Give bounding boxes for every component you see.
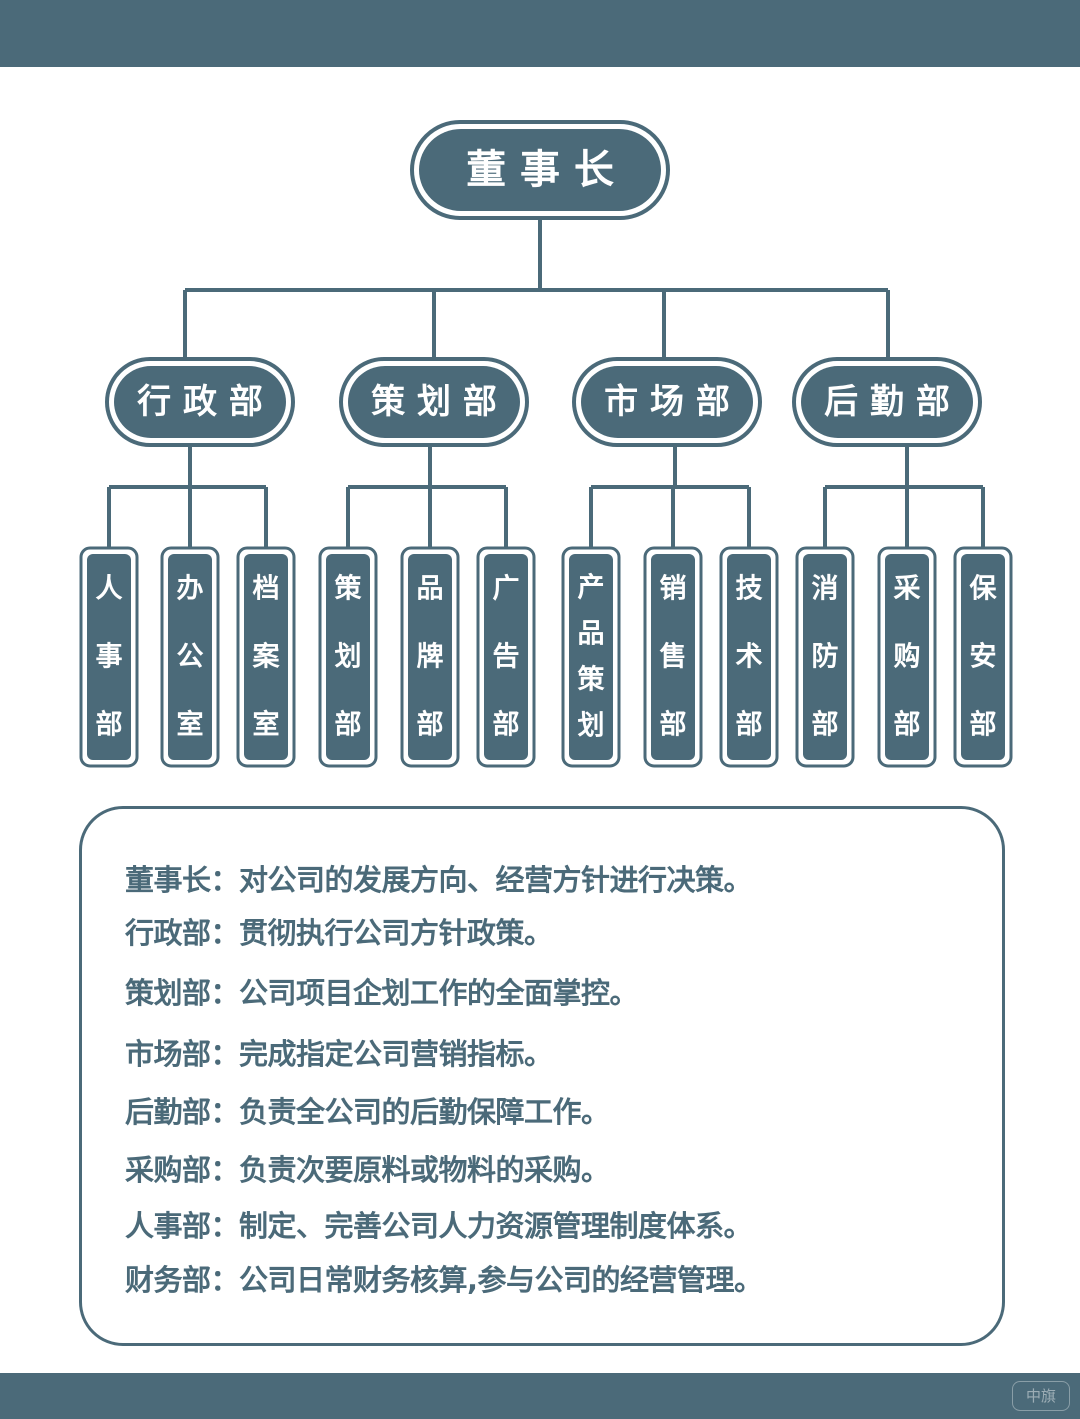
sub-unit-1-0-char: 部 <box>335 709 362 741</box>
root-node-chairman-fill <box>419 129 661 211</box>
department-node-1-label: 策 划 部 <box>371 382 497 422</box>
sub-unit-0-1-fill <box>168 554 212 760</box>
sub-unit-0-2-char: 案 <box>252 641 281 673</box>
sub-unit-2-0-char: 品 <box>578 619 605 650</box>
sub-unit-3-2-char: 部 <box>970 709 997 741</box>
sub-unit-3-1-fill <box>885 554 929 760</box>
department-node-2-label: 市 场 部 <box>604 382 730 422</box>
sub-unit-3-1-char: 采 <box>894 574 921 605</box>
sub-unit-1-2-char: 部 <box>493 709 520 741</box>
sub-unit-3-0-char: 消 <box>812 574 839 605</box>
sub-unit-1-1-char: 牌 <box>417 642 444 673</box>
sub-unit-1-0-char: 划 <box>335 642 362 673</box>
sub-unit-0-2-char: 室 <box>253 709 280 741</box>
sub-unit-0-2-fill <box>244 554 288 760</box>
sub-unit-2-1-char: 售 <box>660 641 687 673</box>
sub-unit-1-1-char: 部 <box>417 709 444 741</box>
sub-unit-0-0-char: 部 <box>96 709 123 741</box>
description-line-marketing: 市场部：完成指定公司营销指标。 <box>125 1037 553 1071</box>
root-node-chairman-label: 董 事 长 <box>466 147 614 193</box>
sub-unit-3-1-char: 部 <box>894 709 921 741</box>
department-node-0-fill <box>114 366 286 438</box>
sub-unit-3-0-fill <box>803 554 847 760</box>
sub-unit-0-1-char: 办 <box>177 574 204 605</box>
department-node-1-fill <box>348 366 520 438</box>
sub-unit-1-2-char: 广 <box>493 574 520 605</box>
sub-unit-0-0-char: 事 <box>96 642 123 673</box>
sub-unit-0-2-char: 档 <box>253 574 280 605</box>
description-line-logistics: 后勤部：负责全公司的后勤保障工作。 <box>125 1095 610 1129</box>
sub-unit-3-1-char: 购 <box>894 642 921 673</box>
sub-unit-2-0-char: 产 <box>578 573 605 604</box>
department-node-3-label: 后 勤 部 <box>824 382 950 422</box>
sub-unit-1-0-fill <box>326 554 370 760</box>
bottom-banner <box>0 1373 1080 1419</box>
sub-unit-3-0-char: 部 <box>812 709 839 741</box>
description-line-purchasing: 采购部：负责次要原料或物料的采购。 <box>125 1153 610 1187</box>
watermark-logo: 中旗 <box>1012 1381 1070 1411</box>
sub-unit-1-1-fill <box>408 554 452 760</box>
description-line-admin: 行政部：贯彻执行公司方针政策。 <box>125 916 553 950</box>
sub-unit-1-1-char: 品 <box>417 574 444 605</box>
description-line-finance: 财务部：公司日常财务核算,参与公司的经营管理。 <box>125 1263 763 1297</box>
description-line-planning: 策划部：公司项目企划工作的全面掌控。 <box>125 976 639 1010</box>
department-node-3-fill <box>801 366 973 438</box>
sub-unit-2-2-char: 术 <box>736 642 763 673</box>
sub-unit-2-1-char: 部 <box>660 709 687 741</box>
sub-unit-3-2-char: 保 <box>969 574 998 605</box>
sub-unit-1-2-fill <box>484 554 528 760</box>
sub-unit-2-1-char: 销 <box>660 574 687 605</box>
sub-unit-0-1-char: 公 <box>177 642 204 673</box>
sub-unit-1-0-char: 策 <box>335 573 363 605</box>
sub-unit-2-0-char: 策 <box>578 664 606 696</box>
sub-unit-3-2-char: 安 <box>970 642 997 673</box>
sub-unit-2-2-fill <box>727 554 771 760</box>
sub-unit-0-0-fill <box>87 554 131 760</box>
sub-unit-2-0-fill <box>569 554 613 760</box>
description-line-chairman: 董事长：对公司的发展方向、经营方针进行决策。 <box>125 863 753 897</box>
sub-unit-0-1-char: 室 <box>177 709 204 741</box>
sub-unit-1-2-char: 告 <box>493 642 520 673</box>
sub-unit-3-2-fill <box>961 554 1005 760</box>
department-node-0-label: 行 政 部 <box>137 382 263 422</box>
sub-unit-2-2-char: 技 <box>736 574 763 605</box>
sub-unit-2-1-fill <box>651 554 695 760</box>
sub-unit-2-2-char: 部 <box>736 709 763 741</box>
department-node-2-fill <box>581 366 753 438</box>
sub-unit-2-0-char: 划 <box>578 711 605 742</box>
description-line-hr: 人事部：制定、完善公司人力资源管理制度体系。 <box>125 1209 753 1243</box>
sub-unit-0-0-char: 人 <box>96 574 123 605</box>
top-banner <box>0 0 1080 67</box>
description-panel <box>79 806 1005 1346</box>
sub-unit-3-0-char: 防 <box>812 642 839 673</box>
